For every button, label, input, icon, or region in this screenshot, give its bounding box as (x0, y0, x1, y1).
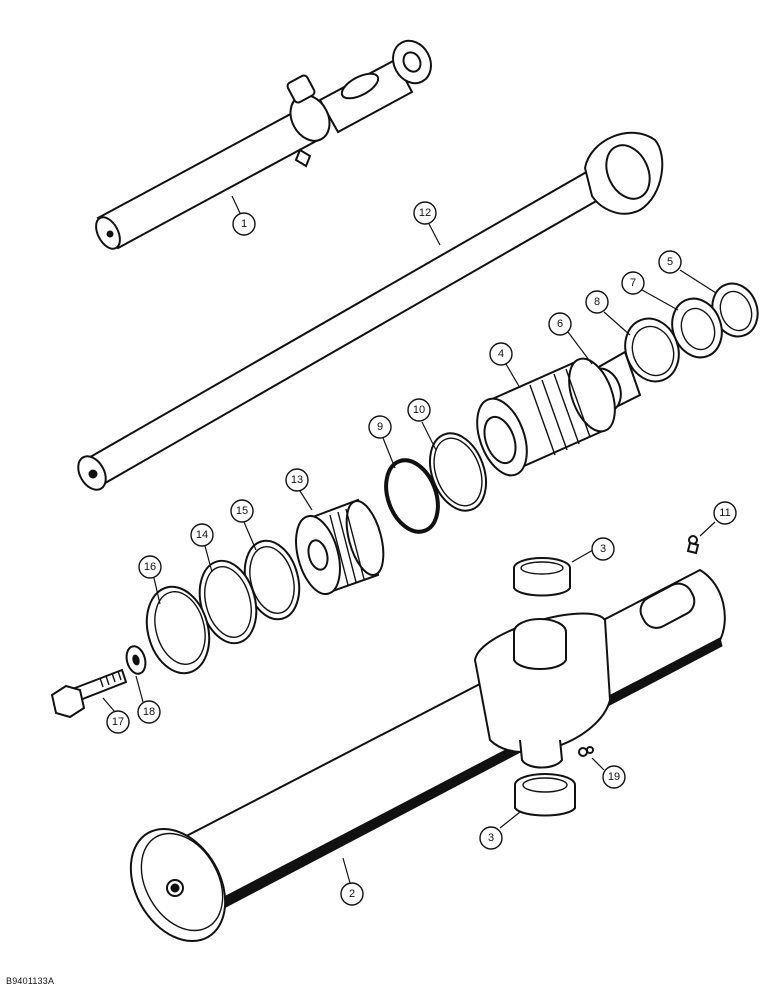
callout-19: 19 (602, 765, 626, 789)
piston-part-13 (295, 498, 385, 595)
callout-11: 11 (713, 501, 737, 525)
callout-label: 18 (143, 706, 155, 718)
piston-rod-part-12 (77, 131, 664, 491)
callout-12: 12 (413, 201, 437, 225)
pivot-bushing-top-part-3 (513, 557, 571, 597)
callout-label: 7 (630, 277, 636, 289)
callout-7: 7 (621, 271, 645, 295)
callout-label: 14 (196, 529, 208, 541)
callout-6: 6 (548, 312, 572, 336)
callout-label: 9 (377, 421, 383, 433)
callout-label: 1 (241, 218, 247, 230)
gland-part-4 (476, 357, 616, 477)
callout-label: 15 (236, 505, 248, 517)
leader-lines (102, 195, 717, 884)
wear-ring-part-16 (145, 585, 211, 675)
callout-9: 9 (368, 415, 392, 439)
callout-13: 13 (285, 468, 309, 492)
callout-label: 19 (608, 771, 620, 783)
piston-seal-part-14 (198, 559, 258, 645)
backup-ring-part-8 (624, 317, 680, 383)
callout-label: 6 (557, 318, 563, 330)
callout-16: 16 (138, 555, 162, 579)
callout-label: 3 (600, 543, 606, 555)
callout-label: 8 (594, 296, 600, 308)
callout-4: 4 (489, 342, 513, 366)
callout-5: 5 (658, 250, 682, 274)
o-ring-part-9 (384, 458, 440, 534)
bolt-part-17 (50, 668, 128, 719)
callout-label: 17 (112, 716, 124, 728)
callout-label: 16 (144, 561, 156, 573)
callout-label: 13 (291, 474, 303, 486)
callout-15: 15 (230, 499, 254, 523)
pivot-bushing-bottom-part-3 (514, 773, 576, 817)
callout-1: 1 (232, 212, 256, 236)
callout-3-top: 3 (591, 537, 615, 561)
callout-label: 10 (413, 404, 425, 416)
callout-label: 3 (488, 832, 494, 844)
assembled-cylinder-part-1 (95, 39, 432, 250)
callout-label: 2 (349, 888, 355, 900)
callout-10: 10 (407, 398, 431, 422)
drawing-code: B9401133A (6, 976, 55, 986)
washer-part-18 (125, 645, 147, 675)
callout-label: 11 (719, 507, 730, 519)
callout-label: 5 (667, 256, 673, 268)
callout-8: 8 (585, 290, 609, 314)
callout-3-bottom: 3 (479, 826, 503, 850)
callout-14: 14 (190, 523, 214, 547)
callout-label: 12 (419, 207, 431, 219)
callout-17: 17 (106, 710, 130, 734)
callout-label: 4 (498, 348, 504, 360)
callout-2: 2 (340, 882, 364, 906)
callout-18: 18 (137, 700, 161, 724)
grease-fitting-part-19 (578, 746, 594, 757)
cylinder-barrel-part-2 (129, 568, 726, 943)
grease-fitting-part-11 (686, 535, 700, 555)
